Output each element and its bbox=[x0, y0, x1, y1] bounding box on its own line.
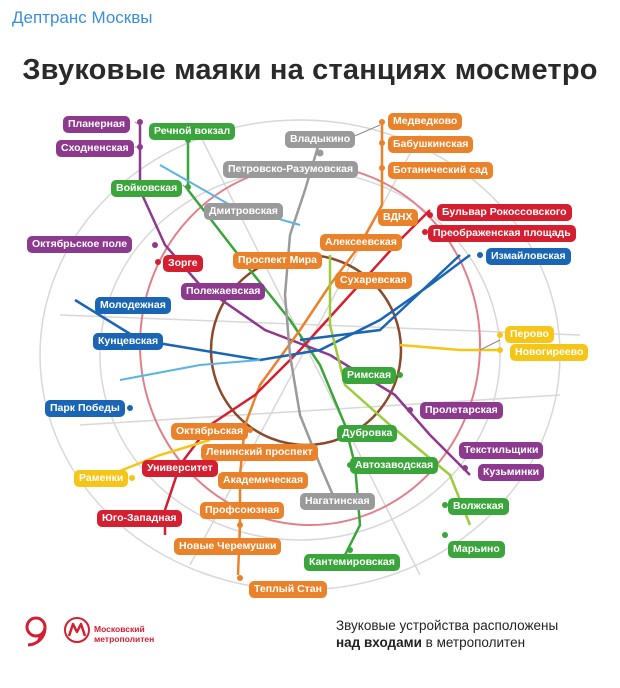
logo-line-2: метрополитен bbox=[94, 634, 155, 644]
station-label: Автозаводская bbox=[350, 457, 439, 474]
note-rest: в метрополитен bbox=[421, 635, 526, 650]
station-label: Римская bbox=[342, 367, 397, 384]
station-label: Проспект Мира bbox=[233, 252, 323, 269]
station-label: Дмитровская bbox=[204, 203, 283, 220]
logo-line-1: Московский bbox=[94, 624, 145, 634]
metro-logo-icon bbox=[64, 617, 90, 643]
station-label: Ботанический сад bbox=[388, 162, 493, 179]
station-label: Юго-Западная bbox=[97, 510, 182, 527]
note-line-1: Звуковые устройства расположены bbox=[336, 618, 559, 633]
station-label: Нагатинская bbox=[300, 493, 375, 510]
station-label: Раменки bbox=[74, 470, 129, 487]
station-label: Университет bbox=[142, 460, 218, 477]
station-label: Новые Черемушки bbox=[174, 538, 282, 555]
station-label: Петровско-Разумовская bbox=[223, 161, 359, 178]
station-label: Сухаревская bbox=[335, 272, 412, 289]
station-label: Преображенская площадь bbox=[428, 225, 576, 242]
station-label: Кантемировская bbox=[304, 554, 400, 571]
station-label: Кузьминки bbox=[478, 464, 545, 481]
station-label: Теплый Стан bbox=[249, 581, 327, 598]
station-label: Октябрьское поле bbox=[27, 236, 133, 253]
station-label: Владыкино bbox=[285, 131, 356, 148]
station-label: Пролетарская bbox=[420, 402, 503, 419]
station-label: Войковская bbox=[111, 180, 183, 197]
station-label: Бульвар Рокоссовского bbox=[437, 204, 572, 221]
station-label: Зорге bbox=[163, 255, 203, 272]
station-label: ВДНХ bbox=[378, 209, 418, 226]
station-label: Перово bbox=[505, 326, 554, 343]
station-label: Ленинский проспект bbox=[201, 444, 318, 461]
station-label: Планерная bbox=[63, 116, 130, 133]
footnote: Звуковые устройства расположены над вход… bbox=[336, 617, 558, 651]
station-label: Сходненская bbox=[56, 140, 134, 157]
station-label: Речной вокзал bbox=[149, 123, 236, 140]
station-label: Марьино bbox=[448, 541, 505, 558]
deptrans-logo-icon bbox=[25, 616, 47, 647]
station-label: Текстильщики bbox=[459, 442, 544, 459]
metro-map: Планерная Сходненская Речной вокзал Войк… bbox=[0, 95, 620, 598]
note-bold: над входами bbox=[336, 635, 422, 650]
station-label: Парк Победы bbox=[45, 400, 125, 417]
channel-name[interactable]: Дептранс Москвы bbox=[12, 8, 153, 27]
station-label: Профсоюзная bbox=[200, 502, 285, 519]
station-label: Волжская bbox=[448, 498, 509, 515]
station-label: Алексеевская bbox=[320, 234, 402, 251]
station-label: Медведково bbox=[388, 113, 463, 130]
metro-logo-text: Московский метрополитен bbox=[94, 624, 174, 644]
station-label: Дубровка bbox=[337, 425, 398, 442]
station-label: Новогиреево bbox=[510, 344, 589, 361]
station-label: Бабушкинская bbox=[388, 136, 474, 153]
station-label: Измайловская bbox=[486, 248, 571, 265]
station-label: Полежаевская bbox=[181, 283, 266, 300]
station-label: Молодежная bbox=[95, 297, 171, 314]
station-label: Академическая bbox=[218, 472, 309, 489]
station-label: Октябрьская bbox=[171, 423, 249, 440]
page-title: Звуковые маяки на станциях мосметро bbox=[22, 54, 598, 86]
station-label: Кунцевская bbox=[93, 333, 164, 350]
